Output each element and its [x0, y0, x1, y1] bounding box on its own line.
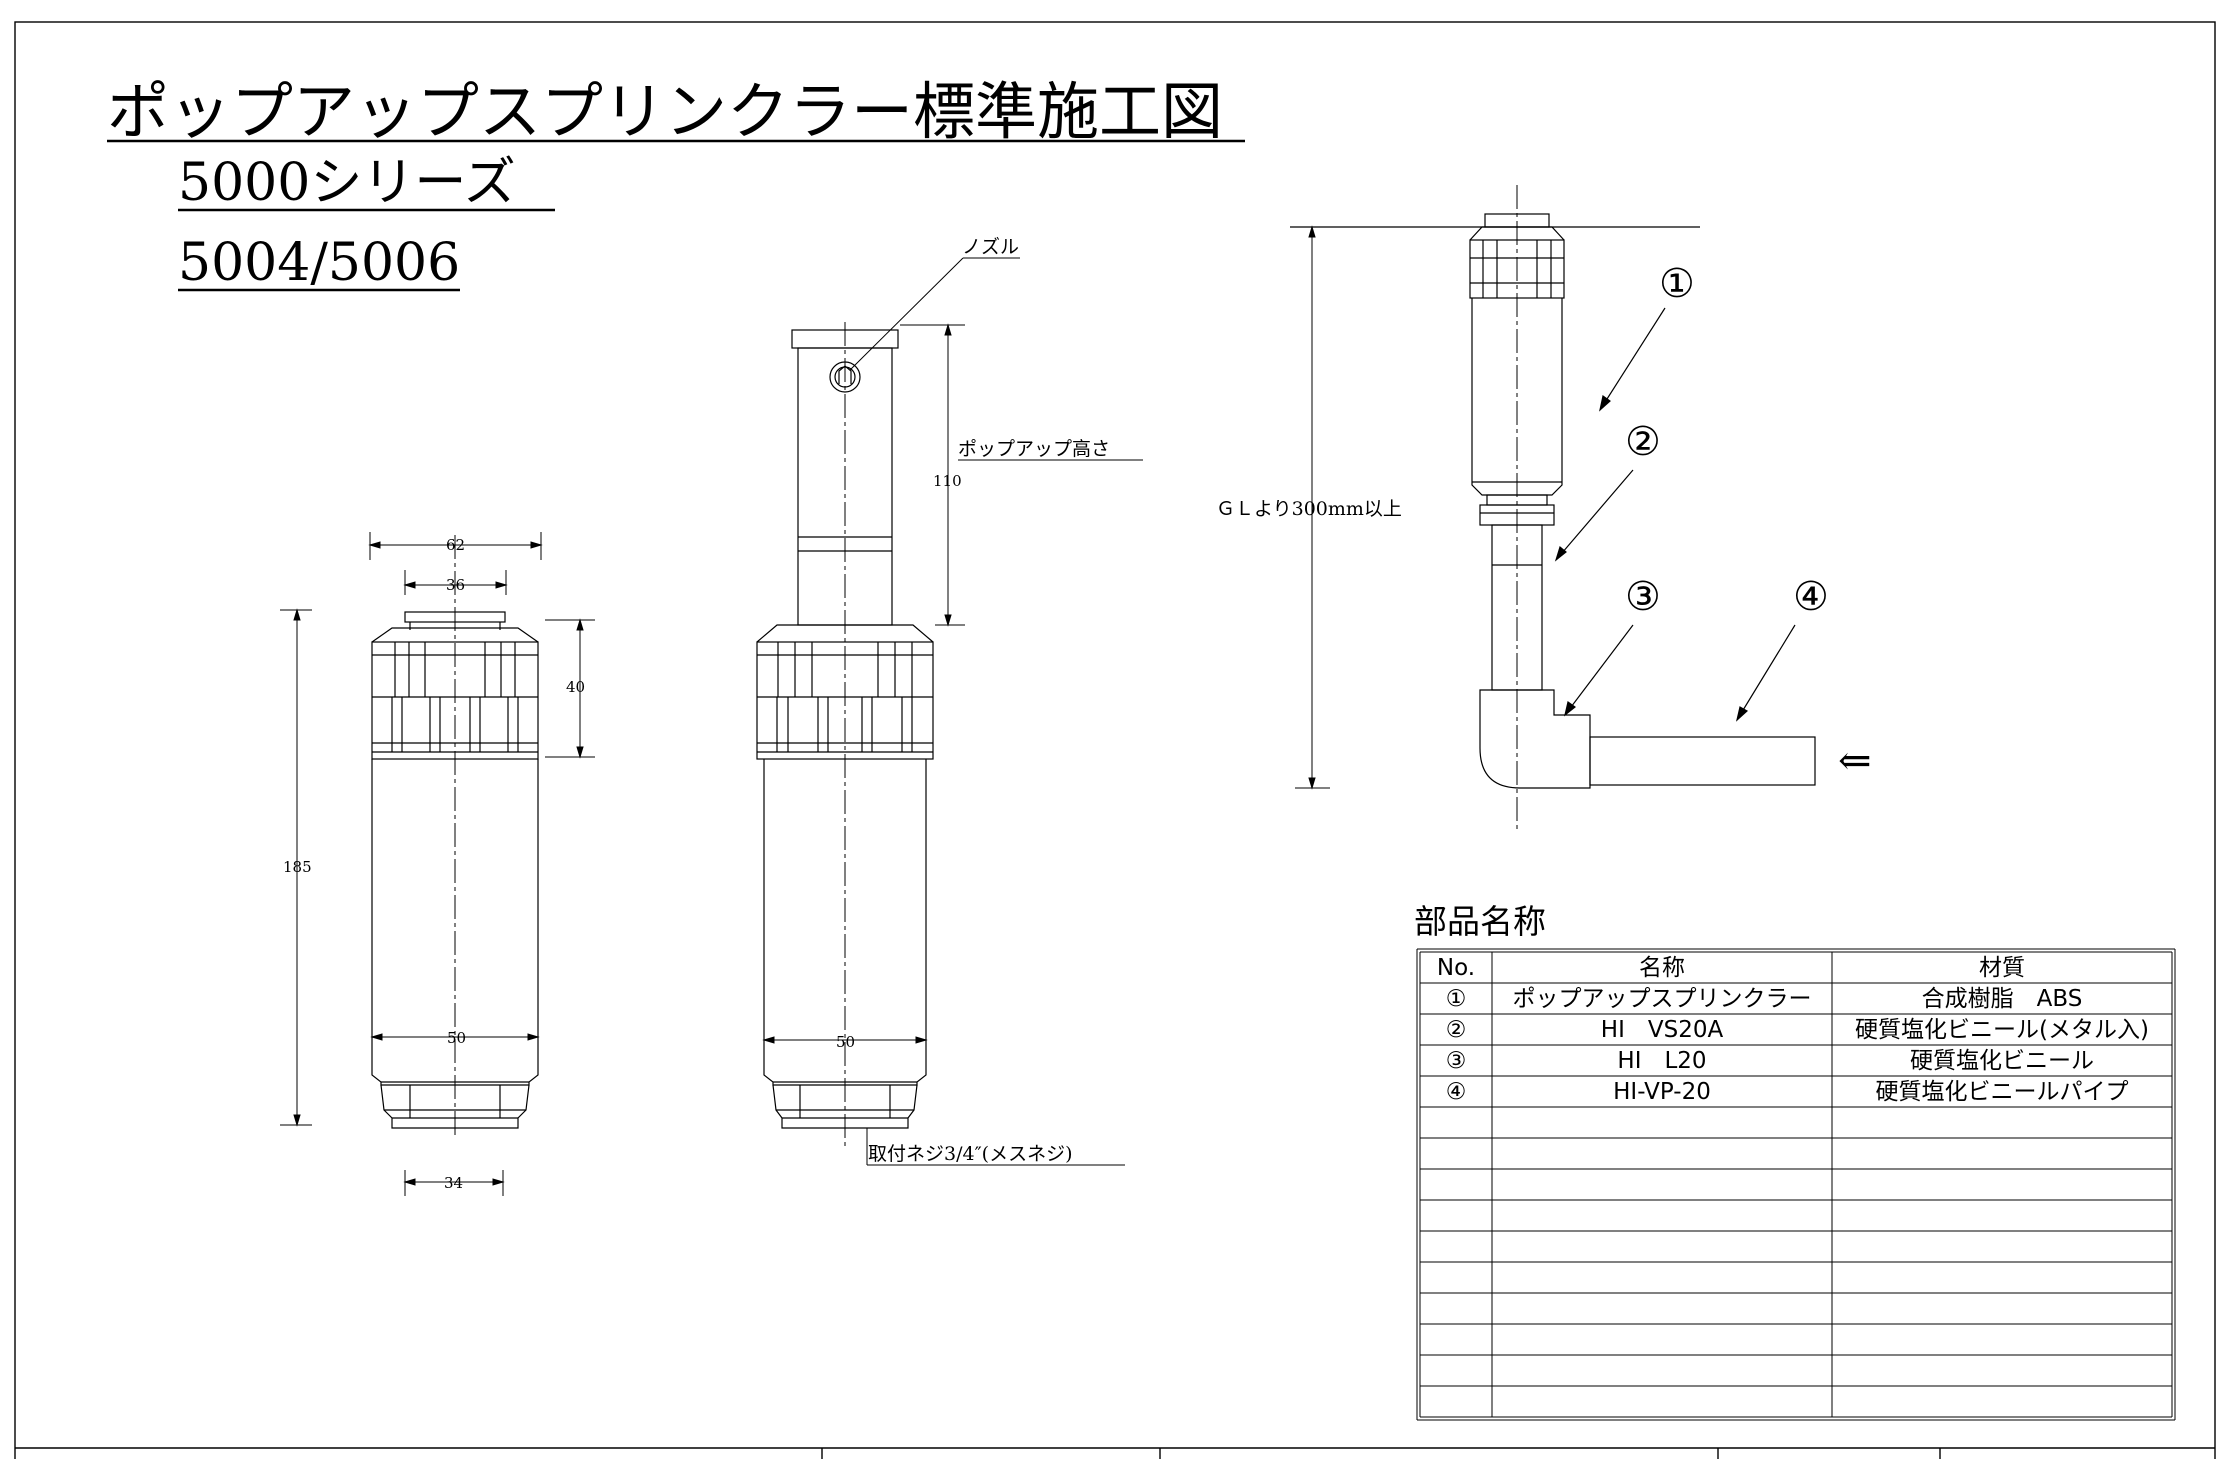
callout-2: ②	[1625, 419, 1661, 465]
table-cell-name: HI-VP-20	[1613, 1079, 1711, 1105]
popup-view	[756, 322, 934, 1150]
depth-label: ＧＬより300mm以上	[1216, 498, 1402, 520]
parts-table: No. 名称 材質 ① ポップアップスプリンクラー 合成樹脂 ABS ② HI VS20A 硬質…	[1416, 948, 2176, 1421]
dim-head-height: 40	[566, 678, 585, 696]
flow-arrow: ⇐	[1838, 738, 1872, 784]
table-header-no: No.	[1437, 955, 1475, 981]
drawing-frame	[14, 21, 2216, 1459]
dim-cap-width: 36	[446, 576, 465, 594]
body-view-dimensions	[280, 532, 595, 1196]
table-header-name: 名称	[1639, 955, 1685, 981]
table-cell-name: ポップアップスプリンクラー	[1513, 986, 1812, 1012]
table-cell-material: 硬質塩化ビニール(メタル入)	[1855, 1017, 2149, 1043]
table-cell-name: HI VS20A	[1601, 1017, 1724, 1043]
dim-body-width: 50	[447, 1029, 466, 1047]
series-title: 5000シリーズ	[178, 153, 516, 213]
dim-base-width: 34	[444, 1174, 463, 1192]
title-block: ポップアップスプリンクラー標準施工図 5000シリーズ 5004/5006	[107, 75, 1245, 293]
table-cell-no: ①	[1446, 986, 1467, 1012]
main-title: ポップアップスプリンクラー標準施工図	[107, 75, 1223, 148]
install-view	[1290, 185, 1816, 830]
parts-table-heading: 部品名称	[1414, 902, 1546, 941]
callout-leaders	[1554, 307, 1796, 722]
table-cell-no: ②	[1446, 1017, 1467, 1043]
table-cell-name: HI L20	[1617, 1048, 1706, 1074]
callout-3: ③	[1625, 574, 1661, 620]
table-cell-material: 硬質塩化ビニールパイプ	[1876, 1079, 2129, 1105]
dim-total-height: 185	[283, 858, 312, 876]
table-cell-no: ③	[1446, 1048, 1467, 1074]
popup-height-label: ポップアップ高さ	[958, 438, 1110, 460]
callout-4: ④	[1793, 574, 1829, 620]
model-title: 5004/5006	[178, 233, 460, 293]
popup-view-dimensions	[762, 257, 1143, 1166]
thread-label: 取付ネジ3/4″(メスネジ)	[868, 1143, 1073, 1165]
table-header-material: 材質	[1979, 955, 2025, 981]
table-cell-no: ④	[1446, 1079, 1467, 1105]
body-view	[371, 535, 539, 1135]
table-cell-material: 合成樹脂 ABS	[1922, 986, 2083, 1012]
callout-1: ①	[1659, 261, 1695, 307]
install-view-dimensions	[1295, 225, 1330, 790]
nozzle-label: ノズル	[962, 236, 1019, 258]
table-cell-material: 硬質塩化ビニール	[1910, 1048, 2094, 1074]
popup-body-width: 50	[836, 1033, 855, 1051]
dim-top-width: 62	[446, 536, 465, 554]
popup-height-value: 110	[933, 472, 962, 490]
